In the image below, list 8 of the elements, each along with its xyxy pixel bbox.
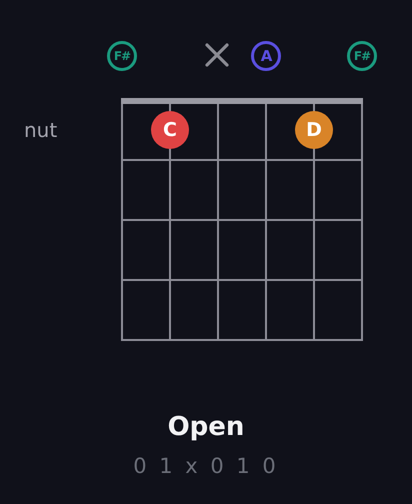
open-string-marker: F#: [107, 41, 137, 71]
finger-dot: D: [295, 111, 333, 149]
chord-title: Open: [168, 412, 244, 442]
open-string-marker: A: [251, 41, 281, 71]
finger-dot: C: [151, 111, 189, 149]
nut-label: nut: [24, 118, 58, 142]
fingering-text: 0 1 x 0 1 0: [133, 454, 279, 478]
open-string-marker: F#: [347, 41, 377, 71]
